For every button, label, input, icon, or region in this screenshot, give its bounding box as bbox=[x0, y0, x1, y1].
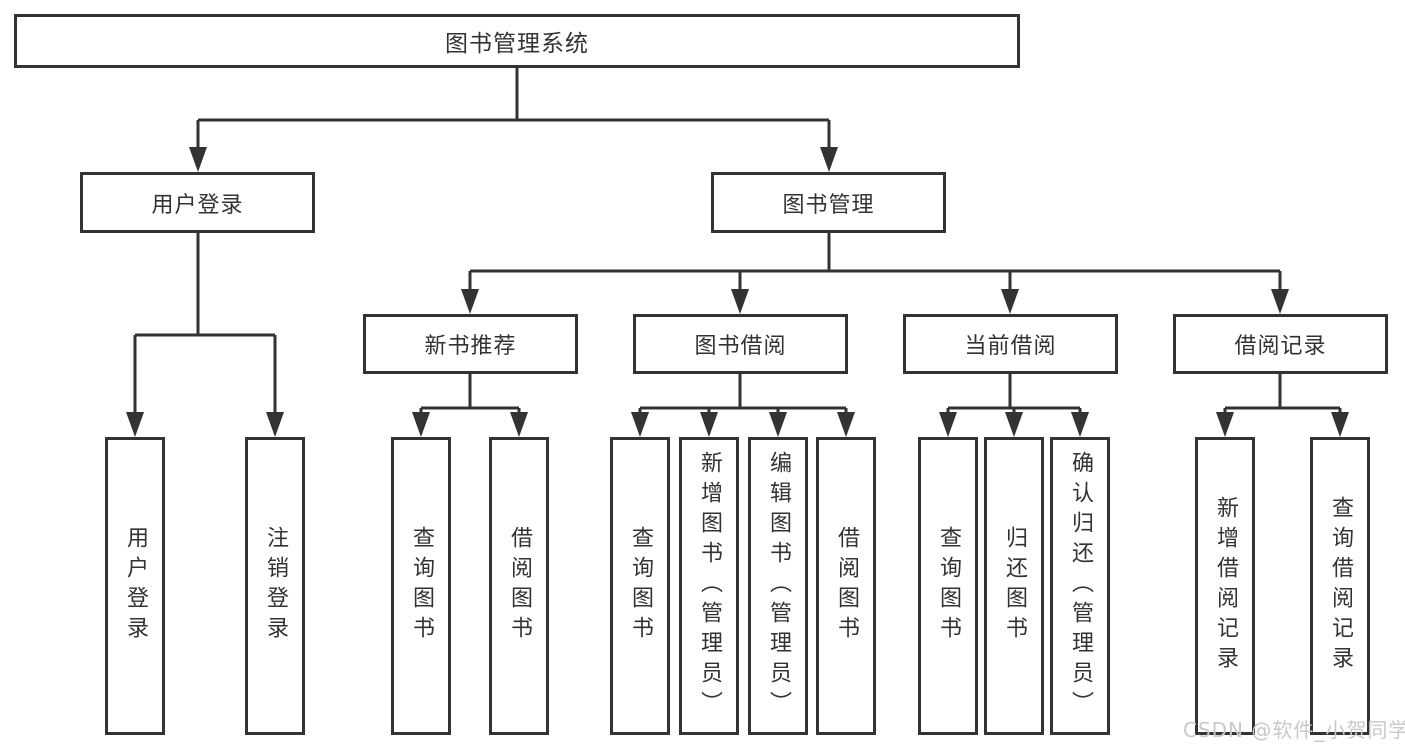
leaf-query-borrow-record: 查询借阅记录 bbox=[1310, 437, 1370, 735]
arrowhead-icon bbox=[412, 412, 430, 437]
arrowhead-icon bbox=[1001, 289, 1019, 314]
arrowhead-icon bbox=[939, 412, 957, 437]
leaf-user-login: 用户登录 bbox=[105, 437, 165, 735]
node-label: 新书推荐 bbox=[424, 334, 517, 359]
node-label: 借阅记录 bbox=[1234, 334, 1327, 359]
connectors-root-to-level2 bbox=[189, 68, 838, 172]
arrowhead-icon bbox=[126, 412, 144, 437]
node-label: 图书管理 bbox=[782, 192, 875, 218]
node-label: 用户登录 bbox=[123, 526, 148, 646]
arrowhead-icon bbox=[189, 147, 207, 172]
node-label: 借阅图书 bbox=[507, 526, 532, 646]
arrowhead-icon bbox=[820, 147, 838, 172]
node-label: 编辑图书（管理员） bbox=[766, 451, 791, 721]
arrowhead-icon bbox=[700, 412, 718, 437]
arrowhead-icon bbox=[1005, 412, 1023, 437]
leaf-confirm-return-admin: 确认归还（管理员） bbox=[1050, 437, 1110, 735]
connector-path bbox=[946, 374, 1082, 416]
arrowhead-icon bbox=[1331, 412, 1349, 437]
node-label: 查询借阅记录 bbox=[1328, 496, 1353, 676]
arrowhead-icon bbox=[769, 412, 787, 437]
connectors-borrowing-records bbox=[1216, 374, 1349, 437]
arrowhead-icon bbox=[1071, 412, 1089, 437]
arrowhead-icon bbox=[631, 412, 649, 437]
leaf-query-books-recommend: 查询图书 bbox=[391, 437, 451, 735]
connector-path bbox=[196, 68, 831, 150]
arrowhead-icon bbox=[1271, 289, 1289, 314]
node-borrowing-records: 借阅记录 bbox=[1173, 314, 1388, 374]
connector-path bbox=[638, 374, 848, 416]
connectors-book-borrowing bbox=[631, 374, 855, 437]
node-label: 归还图书 bbox=[1002, 526, 1027, 646]
connector-path bbox=[133, 233, 277, 416]
node-label: 借阅图书 bbox=[834, 526, 859, 646]
node-label: 注销登录 bbox=[263, 526, 288, 646]
node-label: 图书管理系统 bbox=[445, 31, 589, 57]
leaf-query-books-current: 查询图书 bbox=[918, 437, 978, 735]
connector-path bbox=[419, 374, 521, 416]
connector-path bbox=[468, 233, 1282, 293]
node-new-book-recommend: 新书推荐 bbox=[363, 314, 578, 374]
leaf-logout: 注销登录 bbox=[245, 437, 305, 735]
node-label: 当前借阅 bbox=[964, 334, 1057, 359]
watermark-text: CSDN @软件_小贺同学 bbox=[1183, 718, 1405, 742]
leaf-add-borrow-record: 新增借阅记录 bbox=[1195, 437, 1255, 735]
node-label: 查询图书 bbox=[409, 526, 434, 646]
arrowhead-icon bbox=[461, 289, 479, 314]
leaf-borrow-books-recommend: 借阅图书 bbox=[489, 437, 549, 735]
arrowhead-icon bbox=[837, 412, 855, 437]
leaf-add-book-admin: 新增图书（管理员） bbox=[679, 437, 739, 735]
leaf-edit-book-admin: 编辑图书（管理员） bbox=[748, 437, 808, 735]
connectors-current-borrowing bbox=[939, 374, 1089, 437]
leaf-query-books-borrow: 查询图书 bbox=[610, 437, 670, 735]
node-book-borrowing: 图书借阅 bbox=[633, 314, 848, 374]
arrowhead-icon bbox=[510, 412, 528, 437]
node-user-login: 用户登录 bbox=[80, 172, 315, 233]
connector-path bbox=[1223, 374, 1342, 416]
node-label: 查询图书 bbox=[936, 526, 961, 646]
arrowhead-icon bbox=[731, 289, 749, 314]
arrowhead-icon bbox=[266, 412, 284, 437]
node-label: 用户登录 bbox=[151, 192, 244, 218]
node-book-management: 图书管理 bbox=[711, 172, 946, 233]
leaf-return-book: 归还图书 bbox=[984, 437, 1044, 735]
node-label: 图书借阅 bbox=[694, 334, 787, 359]
node-label: 查询图书 bbox=[628, 526, 653, 646]
node-label: 新增图书（管理员） bbox=[697, 451, 722, 721]
connectors-new-book-recommend bbox=[412, 374, 528, 437]
connectors-book-management bbox=[461, 233, 1289, 314]
leaf-borrow-books-2: 借阅图书 bbox=[816, 437, 876, 735]
arrowhead-icon bbox=[1216, 412, 1234, 437]
node-label: 新增借阅记录 bbox=[1213, 496, 1238, 676]
node-library-management-system: 图书管理系统 bbox=[14, 14, 1020, 68]
connectors-user-login bbox=[126, 233, 284, 437]
node-current-borrowing: 当前借阅 bbox=[903, 314, 1118, 374]
node-label: 确认归还（管理员） bbox=[1068, 451, 1093, 721]
